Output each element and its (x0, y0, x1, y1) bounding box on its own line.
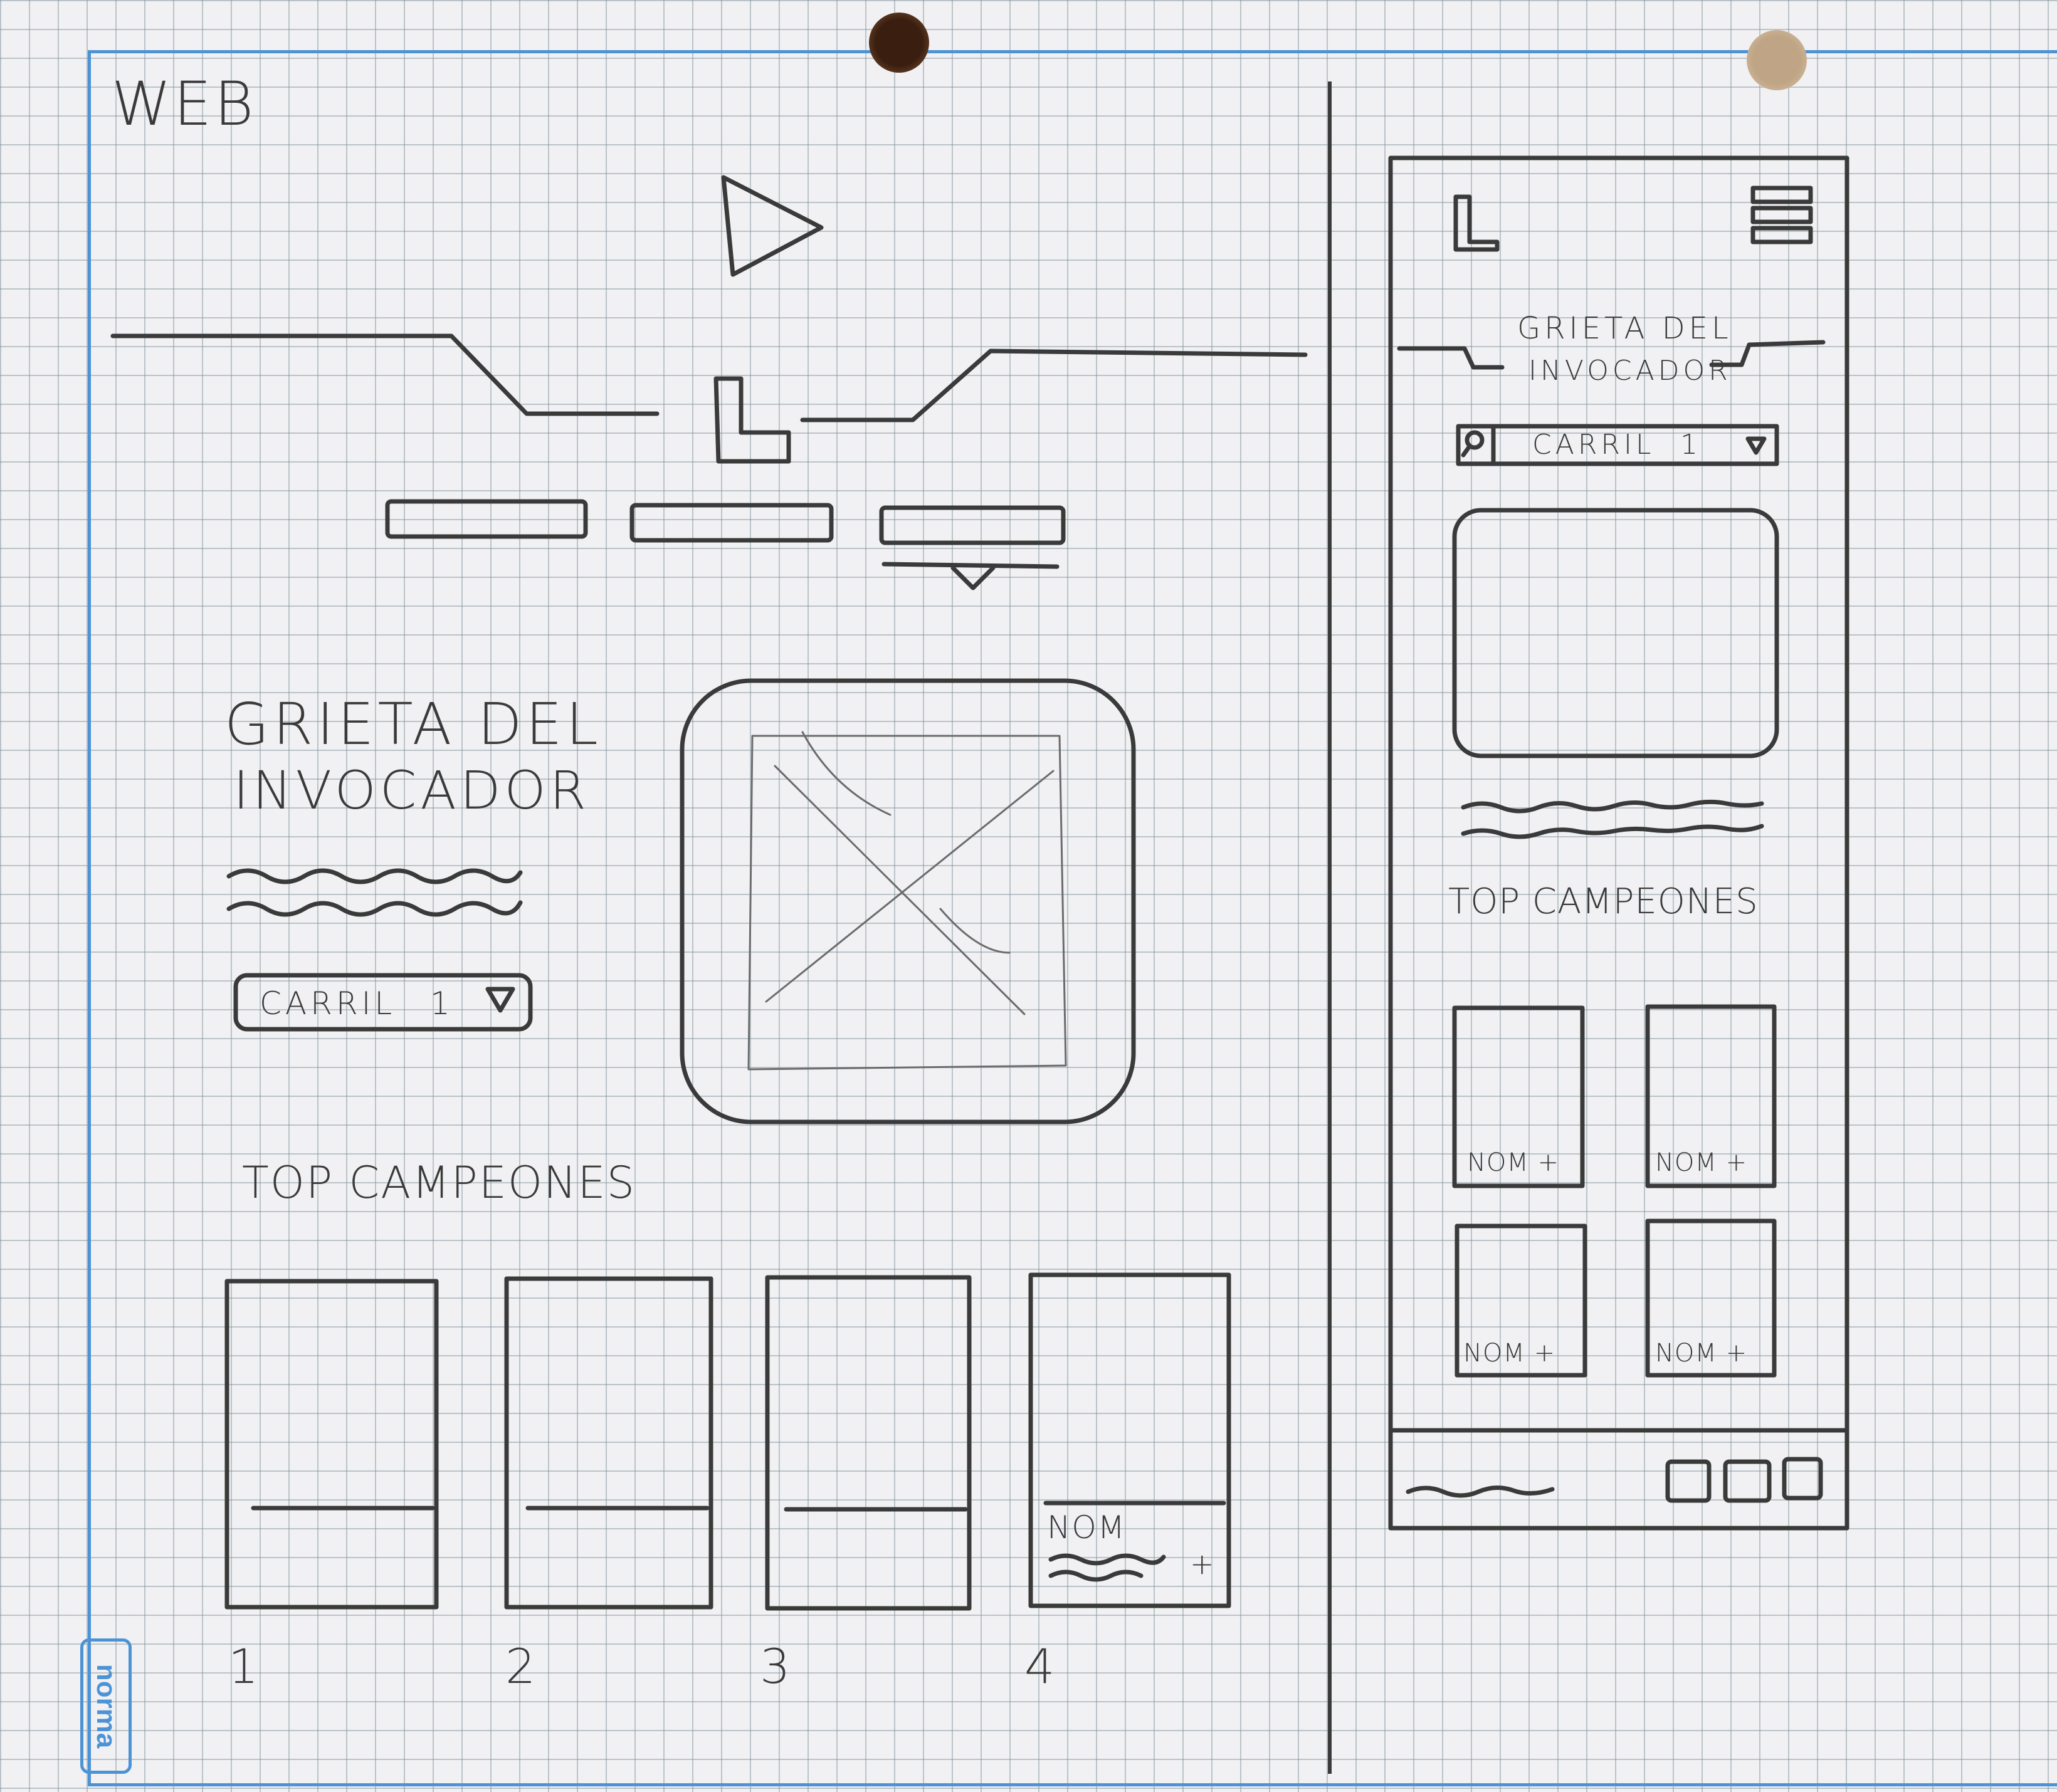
mobile-title-line1: GRIETA DEL (1517, 311, 1732, 346)
social-icon-box (1723, 1459, 1772, 1503)
binder-hole (869, 13, 929, 73)
image-placeholder-icon (765, 765, 1055, 1015)
rank-number: 3 (760, 1638, 794, 1694)
mobile-title-line2: INVOCADOR (1528, 355, 1732, 387)
champion-card (765, 1275, 972, 1611)
mobile-card-label[interactable]: NOM + (1467, 1148, 1560, 1177)
description-text-line (1461, 824, 1764, 839)
brand-text: norma (91, 1664, 122, 1749)
card-text-line (1048, 1553, 1166, 1566)
nav-button (629, 503, 834, 543)
champion-card (224, 1279, 439, 1610)
hamburger-menu-icon (1750, 186, 1813, 244)
margin-bottom (88, 1783, 2057, 1786)
header-nav-line (1709, 340, 1826, 367)
mobile-card-label[interactable]: NOM + (1463, 1339, 1556, 1368)
champion-card (1028, 1272, 1231, 1608)
lane-select-label: CARRIL (1532, 429, 1655, 461)
mobile-card-label[interactable]: NOM + (1655, 1148, 1748, 1177)
hero-title-line1: GRIETA DEL (224, 691, 602, 758)
social-icon-box (1782, 1457, 1823, 1501)
web-section-label: WEB (112, 69, 256, 139)
header-nav-line (1397, 346, 1505, 370)
mobile-champion-card (1645, 1218, 1777, 1378)
lane-select-value: 1 (1680, 429, 1702, 461)
margin-top (88, 50, 2057, 53)
rank-number: 2 (505, 1638, 540, 1694)
description-text-line (1461, 799, 1764, 814)
card-text-line (1048, 1569, 1144, 1582)
lane-select-mobile[interactable]: CARRIL 1 (1493, 426, 1777, 464)
image-placeholder-icon (801, 731, 1011, 954)
dropdown-indicator (881, 562, 1060, 590)
margin-left (88, 50, 91, 1786)
lane-select-label: CARRIL (260, 985, 396, 1022)
mobile-champion-card (1455, 1223, 1587, 1378)
dropdown-triangle-icon (485, 987, 515, 1013)
binder-hole (1747, 30, 1807, 90)
mobile-frame (1388, 155, 1849, 1531)
notebook-brand-logo: norma (80, 1638, 132, 1774)
dropdown-triangle-icon (1745, 436, 1767, 455)
hero-image-placeholder (680, 678, 1136, 1124)
play-icon (721, 175, 824, 277)
card-name: NOM (1047, 1509, 1126, 1546)
lane-select (1456, 424, 1779, 466)
logo-l-icon (1453, 194, 1500, 252)
lane-select-web[interactable]: CARRIL 1 (236, 975, 530, 1029)
nav-button-dropdown (879, 505, 1066, 545)
hero-title-line2: INVOCADOR (233, 760, 590, 821)
nav-button (385, 499, 588, 539)
mobile-top-champions-title: TOP CAMPEONES (1448, 881, 1759, 922)
section-divider (1328, 81, 1332, 1774)
image-placeholder-icon (747, 735, 1067, 1071)
footer-text-line (1406, 1485, 1555, 1498)
mobile-champion-card (1452, 1005, 1585, 1188)
lane-select (233, 973, 533, 1032)
top-champions-title: TOP CAMPEONES (242, 1157, 636, 1208)
header-nav-line (110, 333, 660, 416)
description-text-line (226, 868, 523, 884)
description-text-line (226, 900, 523, 917)
header-nav-line (800, 348, 1308, 422)
logo-l-icon (713, 376, 791, 464)
search-icon (1465, 430, 1485, 450)
card-add-button[interactable]: + (1190, 1547, 1218, 1581)
mobile-card-label[interactable]: NOM + (1655, 1339, 1748, 1368)
mobile-champion-card (1645, 1004, 1777, 1188)
social-icon-box (1665, 1459, 1712, 1503)
hero-image-placeholder (1452, 508, 1779, 758)
champion-card (504, 1276, 713, 1610)
rank-number: 4 (1024, 1638, 1059, 1694)
lane-select-value: 1 (430, 985, 454, 1022)
rank-number: 1 (228, 1638, 263, 1694)
